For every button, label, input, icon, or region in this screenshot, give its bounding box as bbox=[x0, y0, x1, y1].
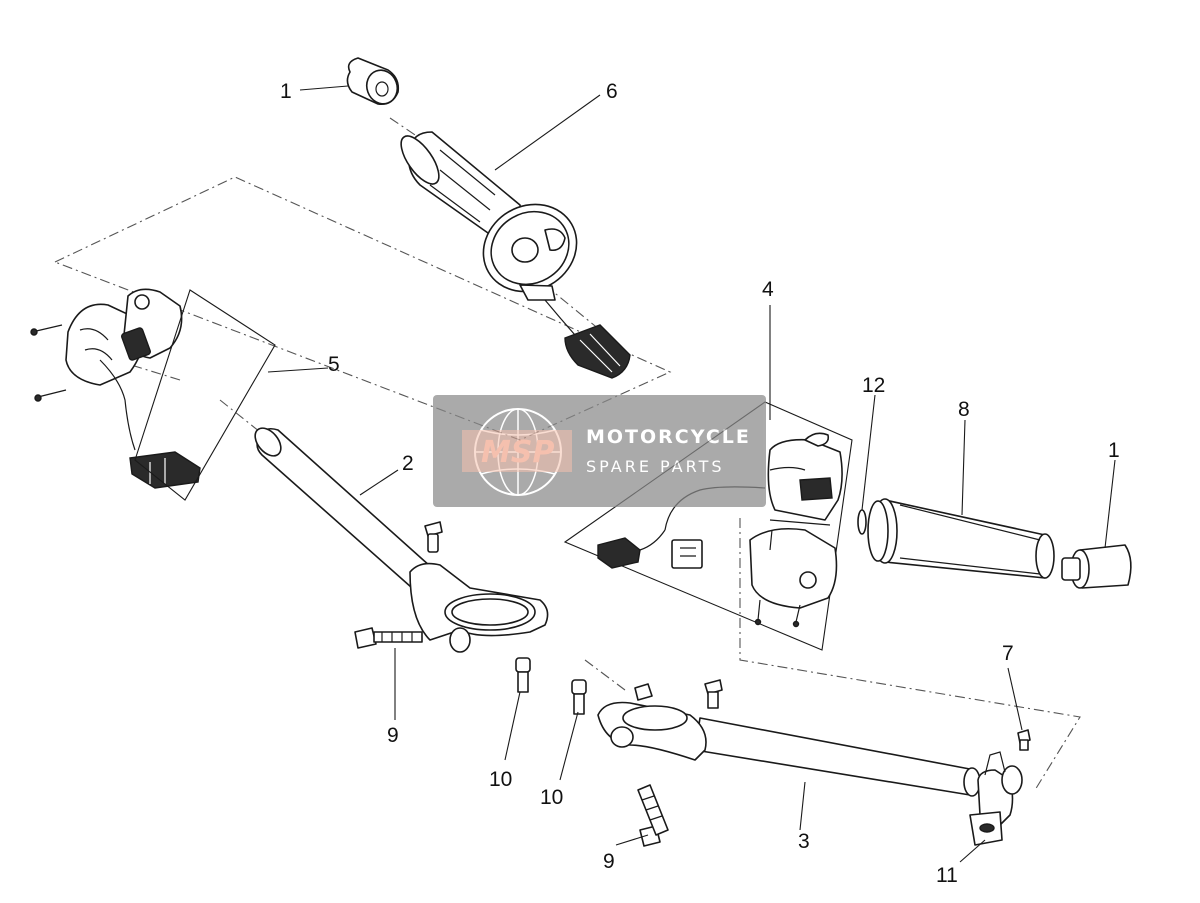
left-clipon-handlebar bbox=[254, 427, 549, 653]
fasteners bbox=[354, 627, 1031, 847]
lower-clip-boundary bbox=[584, 659, 626, 691]
callout-9-left: 9 bbox=[387, 724, 399, 747]
left-switch-assembly bbox=[30, 288, 276, 501]
left-switch-boundary bbox=[53, 176, 672, 441]
right-clipon-handlebar bbox=[597, 683, 981, 797]
screw-upper-right-clip bbox=[704, 679, 723, 709]
callout-1-right: 1 bbox=[1108, 439, 1120, 462]
callout-7: 7 bbox=[1002, 642, 1014, 665]
callout-10-left: 10 bbox=[489, 768, 512, 791]
right-grip bbox=[867, 498, 1055, 579]
leader-lines bbox=[267, 85, 1116, 863]
throttle-housing bbox=[969, 751, 1023, 846]
callout-6: 6 bbox=[606, 80, 618, 103]
bolt-9-lower bbox=[637, 784, 669, 847]
left-switch-bracket bbox=[134, 289, 276, 501]
callout-9-lower: 9 bbox=[603, 850, 615, 873]
callout-1-top: 1 bbox=[280, 80, 292, 103]
callout-labels: 1 6 5 2 4 12 8 1 7 9 10 10 9 3 11 bbox=[280, 80, 1120, 887]
callout-10-right: 10 bbox=[540, 786, 563, 809]
callout-8: 8 bbox=[958, 398, 970, 421]
callout-12: 12 bbox=[862, 374, 885, 397]
callout-11: 11 bbox=[936, 864, 958, 887]
bar-end-weight-top bbox=[346, 57, 400, 106]
right-grip-boundary bbox=[739, 518, 1081, 791]
throttle-grip bbox=[400, 131, 631, 379]
callout-4: 4 bbox=[762, 278, 774, 301]
callout-3: 3 bbox=[798, 830, 810, 853]
right-switch-assembly bbox=[563, 401, 853, 651]
screw-10-left bbox=[515, 657, 531, 693]
callout-2: 2 bbox=[402, 452, 414, 475]
screw-10-right bbox=[571, 679, 587, 715]
bar-end-weight-right bbox=[1061, 544, 1132, 589]
callout-5: 5 bbox=[328, 353, 340, 376]
watermark: MSP MOTORCYCLE SPARE PARTS bbox=[433, 395, 766, 507]
bolt-9-left bbox=[354, 627, 423, 649]
watermark-globe-icon bbox=[474, 408, 562, 496]
seal-ring bbox=[857, 509, 867, 535]
watermark-logo: MSP bbox=[481, 435, 554, 470]
watermark-line2: SPARE PARTS bbox=[586, 457, 725, 476]
watermark-line1: MOTORCYCLE bbox=[586, 426, 751, 448]
screw-7 bbox=[1017, 729, 1031, 751]
